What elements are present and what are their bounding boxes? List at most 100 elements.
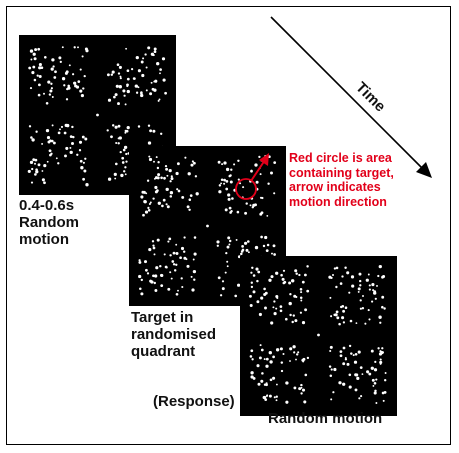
motion-dot — [171, 260, 175, 263]
motion-dot — [226, 265, 229, 268]
motion-dot — [30, 58, 33, 61]
motion-dot — [141, 73, 145, 78]
motion-dot — [270, 321, 274, 325]
motion-dot — [356, 376, 360, 381]
motion-dot — [152, 246, 156, 250]
motion-dot — [125, 47, 128, 50]
motion-dot — [165, 187, 169, 192]
motion-dot — [384, 379, 387, 382]
motion-dot — [252, 290, 256, 294]
motion-dot — [82, 177, 85, 181]
motion-dot — [301, 321, 306, 325]
motion-dot — [228, 239, 232, 243]
motion-dot — [162, 198, 166, 202]
motion-dot — [228, 206, 232, 210]
motion-dot — [340, 305, 343, 309]
motion-dot — [38, 74, 42, 79]
motion-dot — [126, 83, 129, 87]
motion-dot — [65, 146, 69, 150]
motion-dot — [255, 187, 259, 191]
motion-dot — [217, 276, 221, 280]
motion-dot — [146, 272, 150, 275]
motion-dot — [265, 357, 269, 361]
motion-dot — [293, 386, 297, 390]
motion-dot — [187, 172, 191, 176]
motion-dot — [260, 348, 264, 352]
motion-dot — [267, 182, 270, 185]
motion-dot — [362, 295, 364, 297]
motion-dot — [126, 77, 130, 81]
motion-dot — [57, 162, 60, 165]
motion-dot — [289, 360, 291, 362]
motion-dot — [190, 275, 193, 278]
motion-dot — [255, 267, 259, 271]
motion-dot — [280, 369, 284, 373]
motion-dot — [188, 208, 191, 212]
motion-dot — [381, 351, 385, 354]
motion-dot — [342, 346, 346, 350]
motion-dot — [306, 265, 309, 268]
motion-dot — [377, 347, 380, 350]
motion-dot — [53, 76, 57, 79]
motion-dot — [298, 273, 301, 277]
motion-dot — [344, 266, 347, 270]
motion-dot — [58, 56, 62, 60]
motion-dot — [379, 321, 382, 324]
motion-dot — [118, 85, 122, 89]
motion-dot — [48, 149, 52, 153]
motion-dot — [160, 284, 164, 287]
motion-dot — [288, 281, 292, 285]
motion-dot — [264, 235, 268, 240]
motion-dot — [221, 163, 224, 166]
motion-dot — [357, 287, 361, 291]
motion-dot — [364, 322, 367, 325]
motion-dot — [107, 177, 112, 181]
motion-dot — [149, 201, 152, 204]
motion-dot — [147, 46, 151, 50]
motion-dot — [260, 235, 263, 239]
motion-dot — [260, 159, 263, 162]
motion-dot — [374, 360, 377, 364]
motion-dot — [273, 312, 277, 316]
motion-dot — [159, 264, 162, 268]
motion-dot — [156, 189, 159, 192]
motion-dot — [258, 312, 262, 317]
motion-dot — [126, 89, 130, 94]
motion-dot — [83, 74, 86, 78]
motion-dot — [275, 307, 278, 310]
motion-dot — [31, 138, 35, 142]
motion-dot — [302, 357, 306, 361]
motion-dot — [181, 285, 184, 289]
motion-dot — [28, 125, 32, 128]
motion-dot — [285, 400, 289, 404]
motion-dot — [251, 266, 254, 270]
motion-dot — [370, 366, 374, 370]
motion-dot — [29, 49, 34, 53]
motion-dot — [119, 75, 122, 78]
motion-dot — [235, 238, 238, 241]
motion-dot — [259, 212, 263, 216]
motion-dot — [34, 162, 36, 165]
motion-dot — [163, 253, 166, 256]
response-label: (Response) — [153, 393, 235, 410]
motion-dot — [170, 177, 174, 181]
motion-dot — [117, 124, 121, 128]
motion-dot — [359, 366, 363, 369]
motion-dot — [52, 65, 55, 68]
motion-dot — [357, 290, 360, 293]
motion-dot — [355, 322, 358, 324]
motion-dot — [124, 103, 127, 106]
motion-dot — [155, 156, 158, 159]
motion-dot — [263, 358, 266, 361]
motion-dot — [75, 85, 80, 89]
motion-dot — [266, 214, 269, 217]
motion-dot — [85, 183, 89, 187]
motion-dot — [179, 256, 182, 260]
motion-dot — [57, 131, 61, 135]
motion-dot — [81, 55, 84, 58]
motion-dot — [289, 293, 292, 296]
motion-dot — [120, 173, 124, 178]
motion-dot — [265, 249, 269, 252]
motion-dot — [117, 102, 120, 106]
motion-dot — [190, 163, 194, 167]
